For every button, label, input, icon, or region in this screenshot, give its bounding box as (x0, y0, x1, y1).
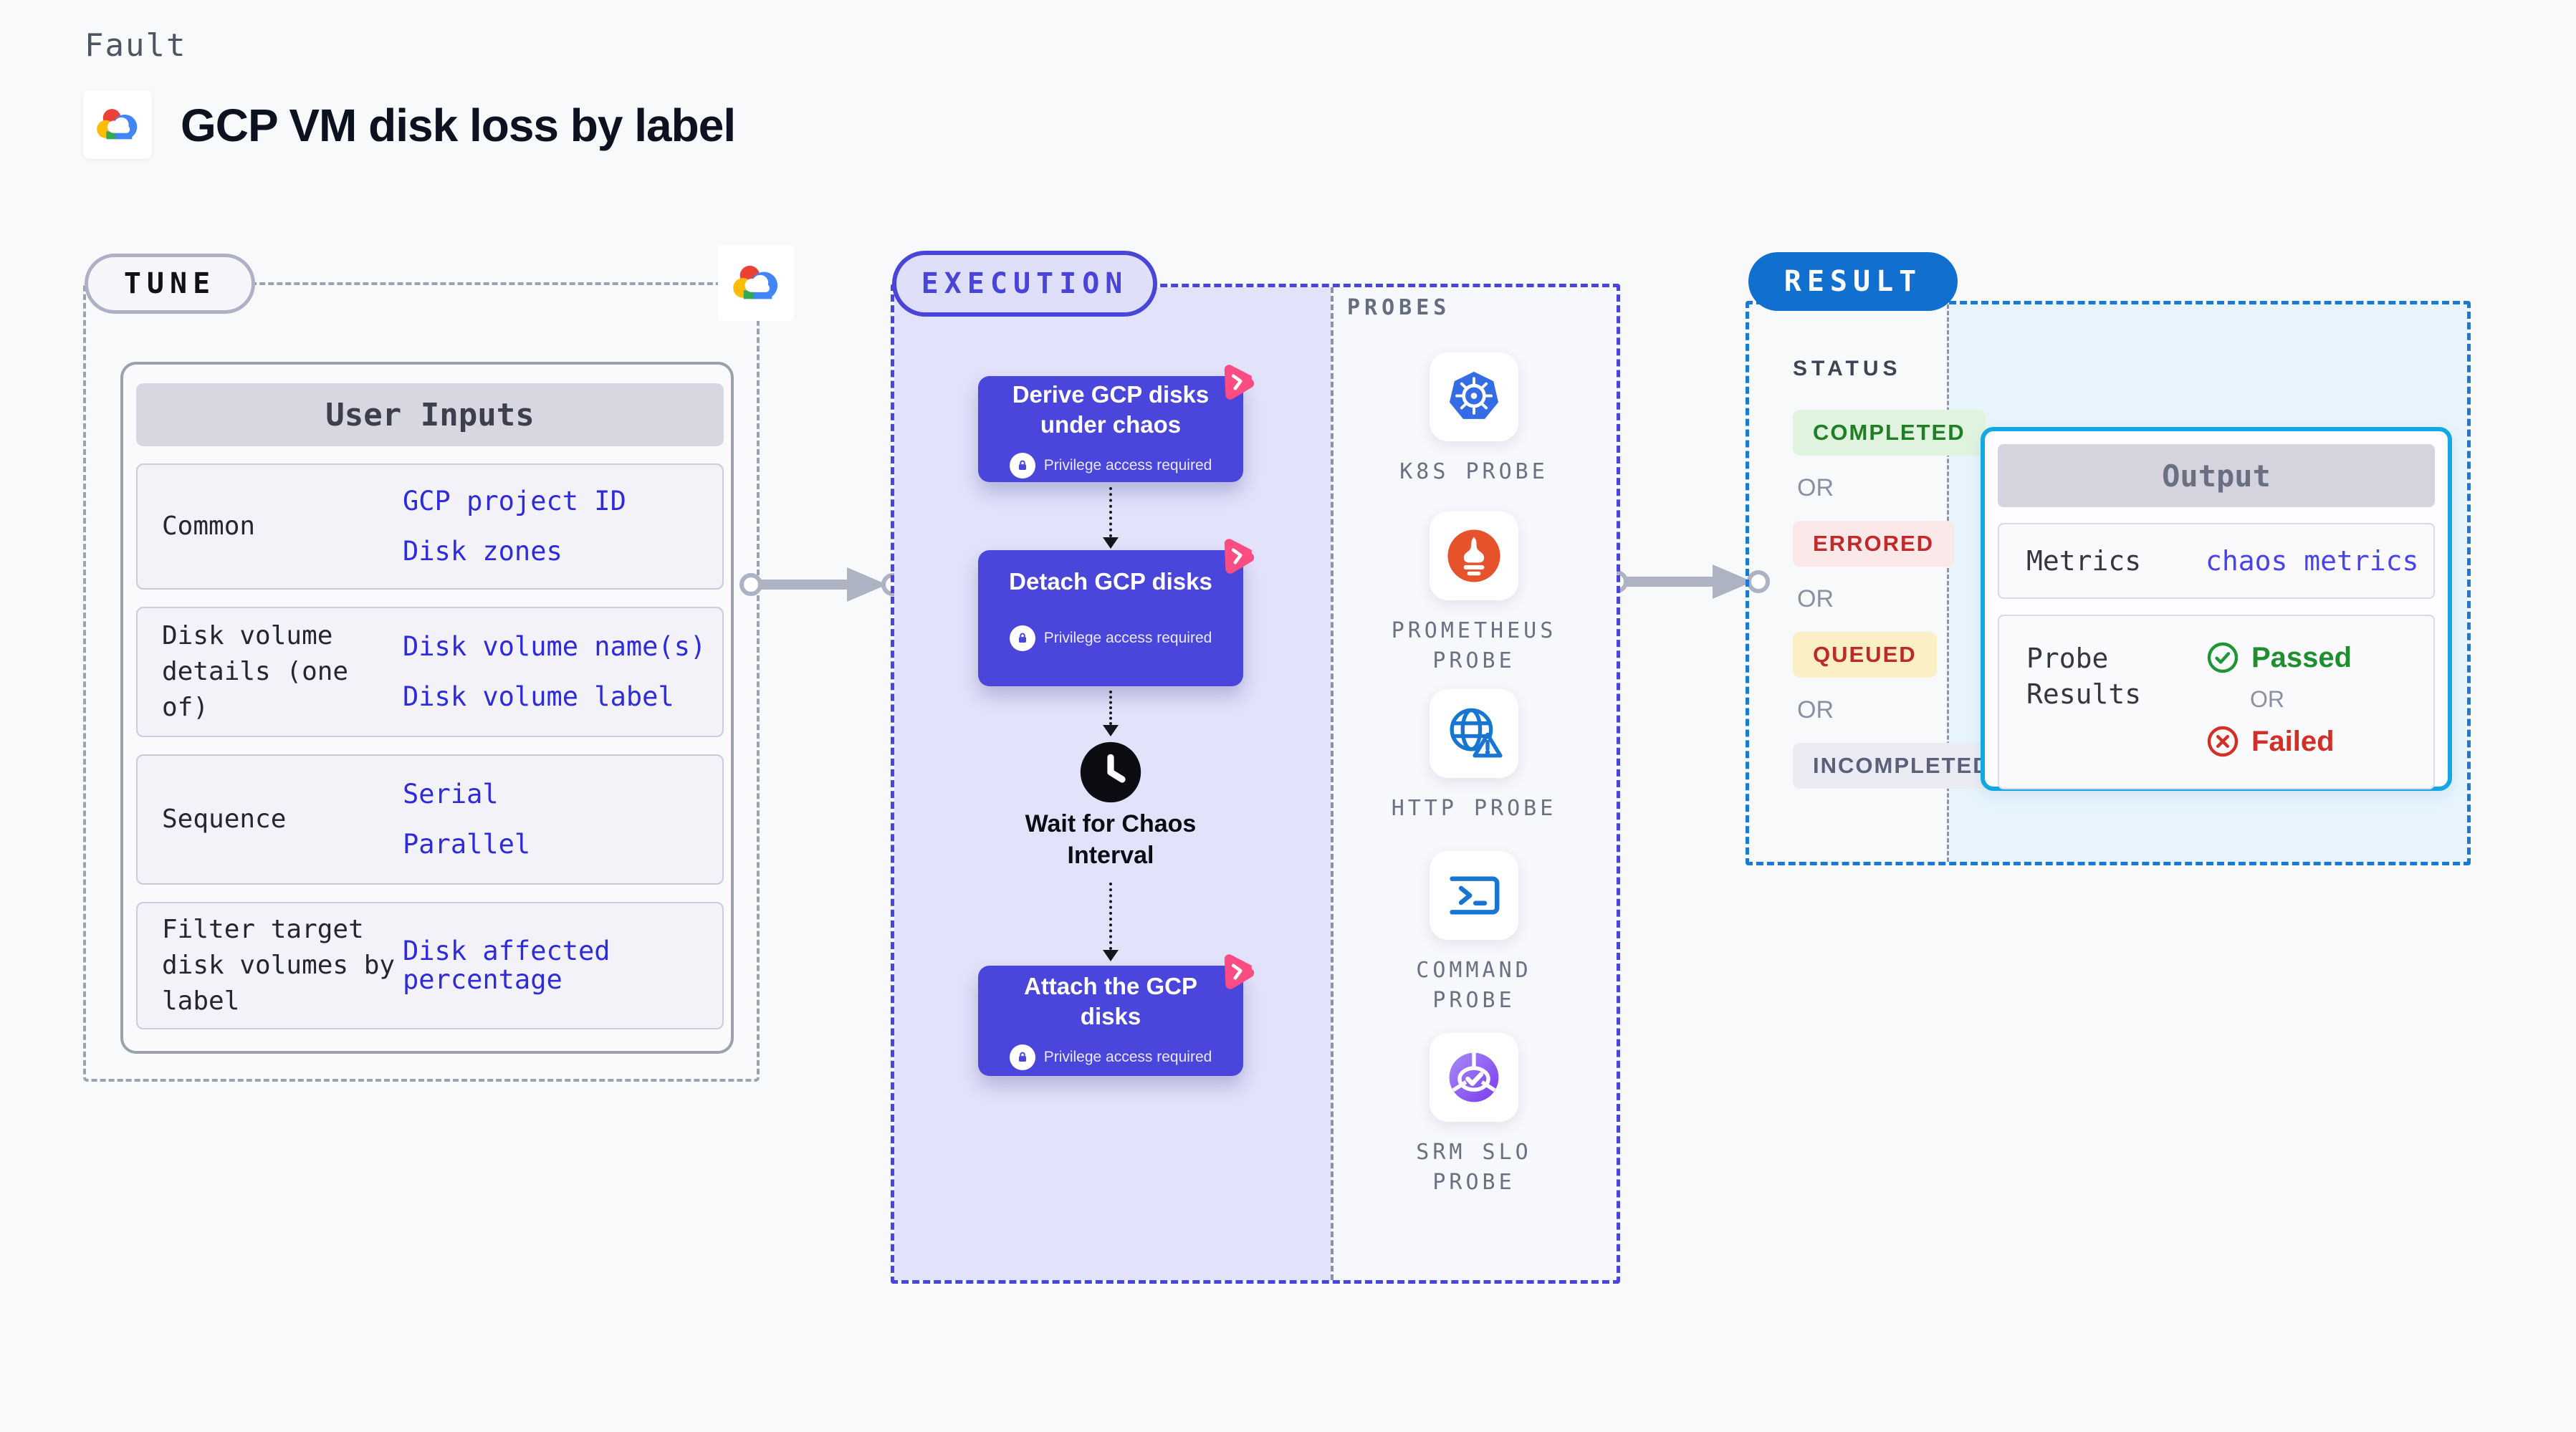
or-separator: OR (1797, 585, 1834, 612)
wait-clock-icon (1078, 739, 1144, 805)
probe-prometheus: PROMETHEUS PROBE (1329, 511, 1619, 676)
status-badge-errored: ERRORED (1793, 521, 1955, 567)
http-globe-warning-icon (1430, 689, 1518, 778)
page-title: GCP VM disk loss by label (181, 100, 736, 151)
probe-http: HTTP PROBE (1329, 689, 1619, 824)
fault-kicker: Fault (85, 27, 187, 64)
execution-pill: EXECUTION (892, 251, 1157, 317)
probe-label: PROMETHEUS PROBE (1391, 618, 1557, 673)
step-title: Derive GCP disks under chaos (1012, 381, 1210, 438)
failed-label: Failed (2251, 725, 2335, 757)
status-label: STATUS (1793, 357, 1902, 380)
probe-command: COMMAND PROBE (1329, 851, 1619, 1016)
step-title: Attach the GCP disks (1023, 973, 1198, 1029)
row-value: Disk volume label (403, 681, 674, 712)
step-attach-disks: Attach the GCP disks Privilege access re… (978, 954, 1255, 1076)
step-connector-arrow (1101, 691, 1120, 736)
probes-label: PROBES (1347, 295, 1451, 320)
gcp-cloud-icon (97, 109, 138, 140)
privilege-badge: Privilege access required (1043, 1049, 1212, 1065)
row-label: Filter target disk volumes by label (162, 915, 396, 1016)
probe-label: SRM SLO PROBE (1416, 1140, 1532, 1195)
row-label: Disk volume details (one of) (162, 621, 349, 722)
status-badge-completed: COMPLETED (1793, 410, 1986, 456)
srm-slo-donut-check-icon (1430, 1033, 1518, 1122)
or-separator: OR (2250, 686, 2284, 712)
failed-x-icon (2207, 726, 2239, 757)
passed-label: Passed (2251, 641, 2352, 673)
probe-srm-slo: SRM SLO PROBE (1329, 1033, 1619, 1198)
gcp-target-logo (718, 245, 794, 321)
kubernetes-icon (1430, 352, 1518, 441)
probe-label: K8S PROBE (1399, 459, 1548, 484)
litmus-chaos-icon (1224, 954, 1255, 989)
row-value: Disk volume name(s) (403, 631, 707, 662)
row-value: Serial (403, 779, 499, 809)
step-connector-arrow (1101, 487, 1120, 549)
row-value: Parallel (403, 829, 531, 860)
probe-label: HTTP PROBE (1391, 796, 1557, 821)
privilege-badge: Privilege access required (1043, 457, 1212, 474)
output-header: Output (1998, 444, 2435, 507)
probe-results-label: Probe Results (2026, 643, 2142, 710)
row-value: Disk zones (403, 536, 562, 567)
tune-to-execution-arrow (739, 567, 904, 602)
step-title: Detach GCP disks (1009, 568, 1212, 595)
or-separator: OR (1797, 474, 1834, 501)
row-label: Common (162, 511, 256, 541)
metrics-value: chaos metrics (2206, 545, 2419, 577)
lock-icon (1009, 625, 1035, 651)
probe-label: COMMAND PROBE (1416, 958, 1532, 1013)
row-value: Disk affected percentage (403, 936, 611, 995)
row-label: Sequence (162, 804, 287, 834)
table-row-sequence: Sequence Serial Parallel (136, 754, 724, 885)
lock-icon (1009, 453, 1035, 479)
tune-pill: TUNE (85, 254, 255, 314)
step-derive-disks: Derive GCP disks under chaos Privilege a… (978, 365, 1255, 482)
metrics-label: Metrics (2026, 545, 2142, 577)
user-inputs-card: User Inputs Common GCP project ID Disk z… (120, 362, 734, 1054)
probe-results-row: Probe Results Passed OR Failed (1998, 615, 2435, 789)
or-separator: OR (1797, 696, 1834, 724)
status-badge-incompleted: INCOMPLETED (1793, 743, 2011, 789)
lock-icon (1009, 1044, 1035, 1070)
row-value: GCP project ID (403, 486, 626, 516)
output-panel: Output Metrics chaos metrics Probe Resul… (1981, 427, 2452, 791)
step-detach-disks: Detach GCP disks Privilege access requir… (978, 539, 1255, 686)
prometheus-icon (1430, 511, 1518, 600)
metrics-row: Metrics chaos metrics (1998, 523, 2435, 599)
table-row-common: Common GCP project ID Disk zones (136, 463, 724, 590)
passed-check-icon (2207, 642, 2239, 673)
step-connector-arrow (1101, 883, 1120, 961)
gcp-cloud-icon (733, 265, 778, 299)
litmus-chaos-icon (1224, 539, 1255, 574)
tune-section (83, 282, 760, 1082)
terminal-icon (1430, 851, 1518, 940)
privilege-badge: Privilege access required (1043, 630, 1212, 646)
user-inputs-header: User Inputs (136, 383, 724, 446)
status-badge-queued: QUEUED (1793, 632, 1937, 678)
litmus-chaos-icon (1224, 365, 1255, 400)
table-row-disk-volume-details: Disk volume details (one of) Disk volume… (136, 607, 724, 737)
wait-for-chaos-interval-label: Wait for Chaos Interval (1025, 810, 1197, 869)
probe-k8s: K8S PROBE (1329, 352, 1619, 487)
table-row-filter-by-label: Filter target disk volumes by label Disk… (136, 902, 724, 1029)
gcp-logo (83, 90, 152, 159)
status-column: STATUS COMPLETED OR ERRORED OR QUEUED OR… (1793, 357, 2011, 789)
result-pill: RESULT (1748, 252, 1958, 311)
